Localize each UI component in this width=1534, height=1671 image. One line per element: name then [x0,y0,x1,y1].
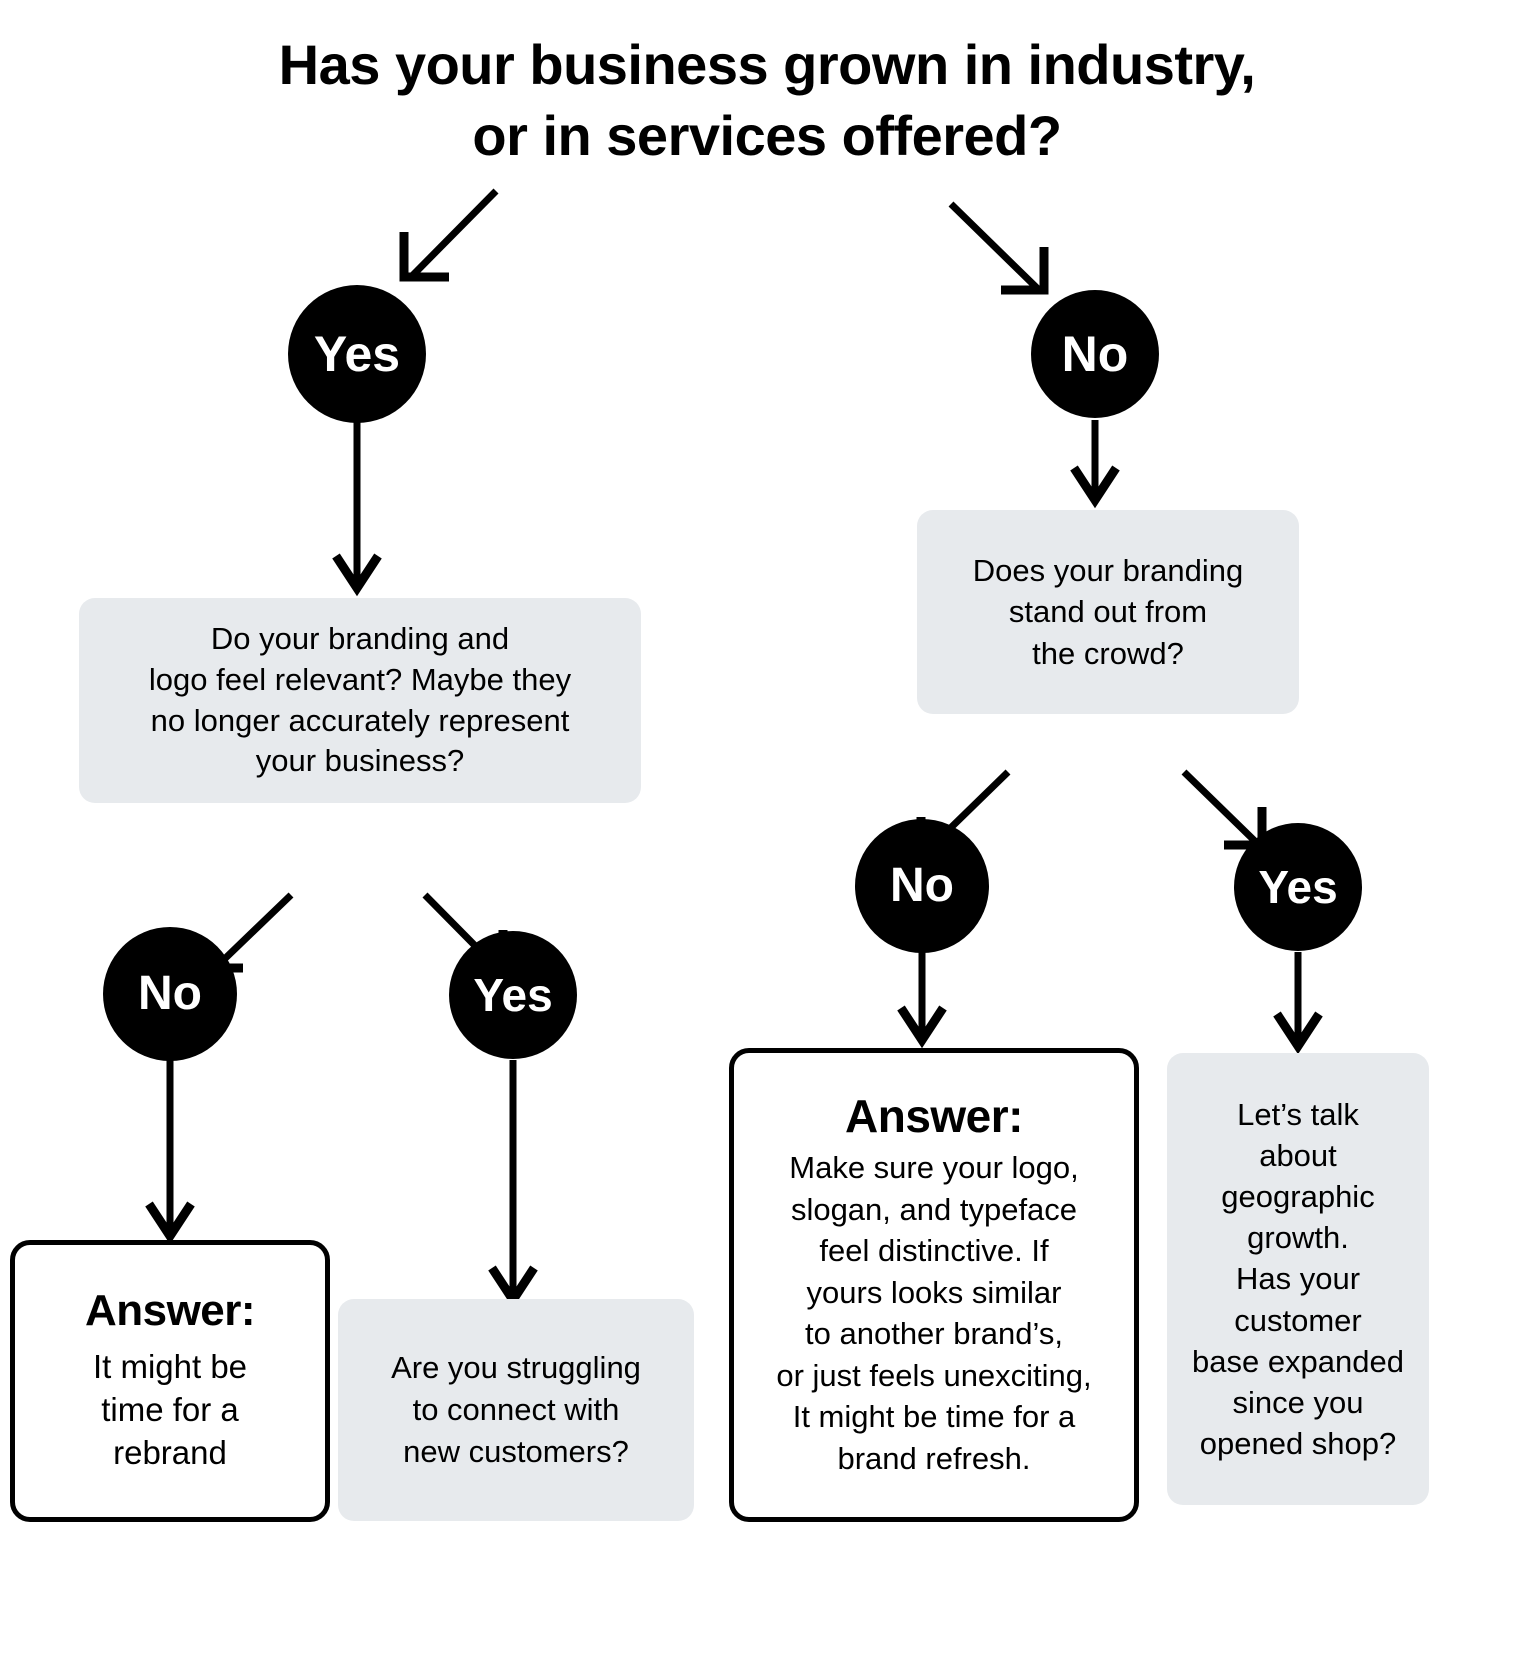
box-right-question[interactable]: Does your branding stand out from the cr… [917,510,1299,714]
node-yes-right[interactable]: Yes [1234,823,1362,951]
node-no-top-label: No [1061,326,1129,382]
box-left-question[interactable]: Do your branding and logo feel relevant?… [79,598,641,803]
left-question-text: Do your branding and logo feel relevant?… [148,620,572,779]
right-answer-heading: Answer: [845,1089,1023,1142]
node-no-top[interactable]: No [1031,290,1159,418]
node-no-left-label: No [138,967,202,1020]
right-followup-text: Let’s talk about geographic growth. Has … [1191,1096,1405,1462]
arrow-title-to-no-top [948,201,1049,295]
node-yes-top-label: Yes [313,326,401,382]
right-answer-body: Make sure your logo, slogan, and typefac… [776,1150,1092,1476]
node-no-right[interactable]: No [855,819,989,953]
node-yes-left[interactable]: Yes [449,931,577,1059]
box-left-followup[interactable]: Are you struggling to connect with new c… [338,1299,694,1521]
arrow-yes-top-to-left-question [332,416,382,597]
arrow-no-top-to-right-question [1070,420,1120,509]
arrow-title-to-yes-top [399,188,499,282]
node-yes-right-label: Yes [1258,861,1338,913]
arrow-yes-left-to-left-followup [488,1060,538,1309]
node-yes-left-label: Yes [473,969,553,1021]
arrow-no-left-to-left-answer [145,1060,195,1245]
page-title: Has your business grown in industry, or … [278,33,1256,167]
box-left-answer[interactable]: Answer: It might be time for a rebrand [10,1240,330,1522]
box-right-followup[interactable]: Let’s talk about geographic growth. Has … [1167,1053,1429,1505]
node-yes-top[interactable]: Yes [288,285,426,423]
left-answer-heading: Answer: [84,1286,256,1336]
box-right-answer[interactable]: Answer: Make sure your logo, slogan, and… [729,1048,1139,1522]
arrow-no-right-to-right-answer [897,952,947,1049]
arrow-yes-right-to-right-followup [1273,952,1323,1055]
arrow-right-question-to-yes-right [1181,769,1267,851]
left-answer-body: It might be time for a rebrand [92,1347,248,1471]
node-no-left[interactable]: No [103,927,237,1061]
node-no-right-label: No [890,859,954,912]
right-question-text: Does your branding stand out from the cr… [972,552,1244,671]
left-followup-text: Are you struggling to connect with new c… [391,1350,641,1469]
